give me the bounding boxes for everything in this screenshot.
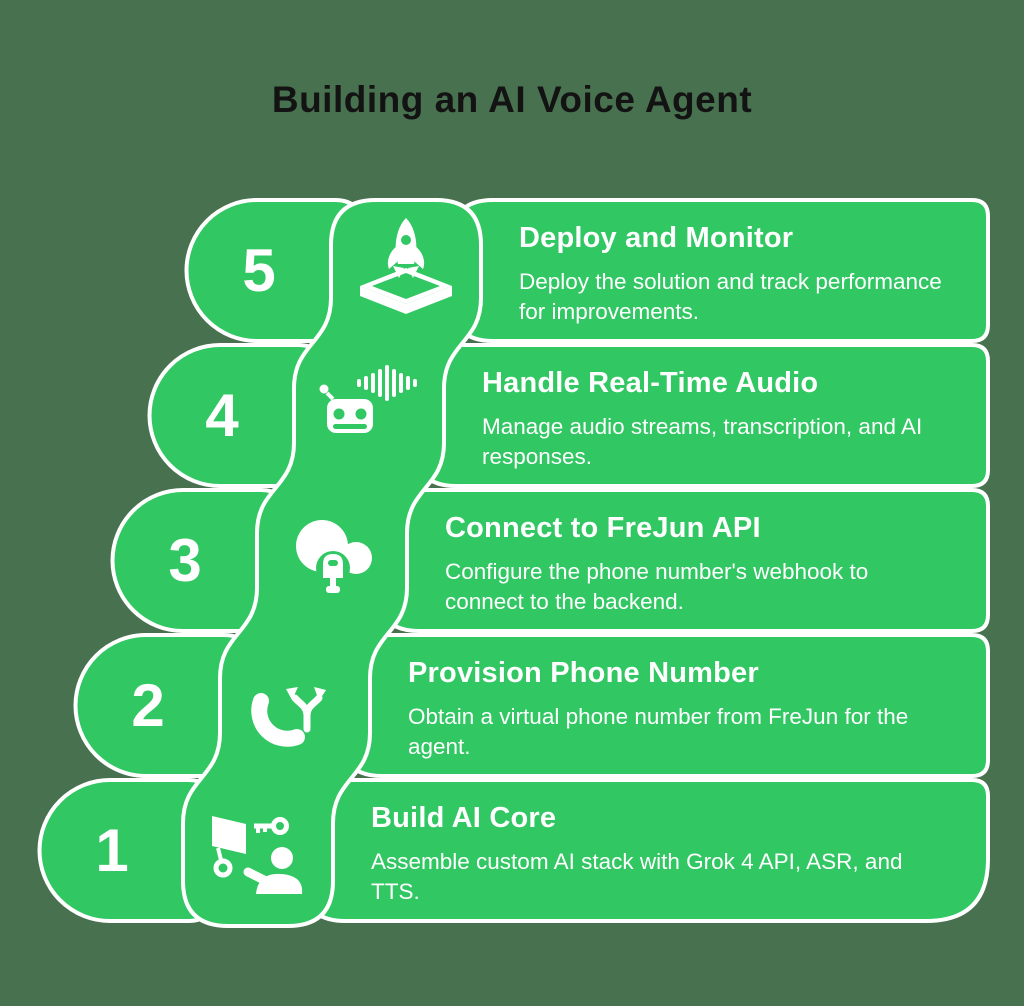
robot-audio-wave-icon [319,365,417,433]
step-text-5: Deploy and Monitor Deploy the solution a… [519,221,969,327]
step-title: Connect to FreJun API [445,512,761,544]
step-text-1: Build AI Core Assemble custom AI stack w… [371,801,916,907]
step-number-2: 2 [131,672,165,739]
step-number-1: 1 [95,817,129,884]
step-title: Build AI Core [371,802,557,834]
step-description: Obtain a virtual phone number from FreJu… [408,704,909,759]
page-title: Building an AI Voice Agent [271,79,753,120]
step-description: Configure the phone number's webhook to … [445,559,869,614]
build-ai-core-icon [212,816,303,894]
phone-routing-icon [251,687,326,747]
step-description: Assemble custom AI stack with Grok 4 API… [371,849,903,904]
cloud-plug-icon [296,520,372,593]
rocket-launch-box-icon [360,218,452,314]
step-number-3: 3 [168,527,202,594]
step-text-3: Connect to FreJun API Configure the phon… [445,511,915,617]
step-title: Handle Real-Time Audio [482,367,819,399]
step-description: Deploy the solution and track performanc… [519,269,942,324]
step-title: Provision Phone Number [408,657,759,689]
step-text-4: Handle Real-Time Audio Manage audio stre… [482,366,982,472]
step-number-4: 4 [205,382,239,449]
step-number-5: 5 [242,237,276,304]
step-description: Manage audio streams, transcription, and… [482,414,923,469]
step-text-2: Provision Phone Number Obtain a virtual … [408,656,948,762]
step-title: Deploy and Monitor [519,222,794,254]
